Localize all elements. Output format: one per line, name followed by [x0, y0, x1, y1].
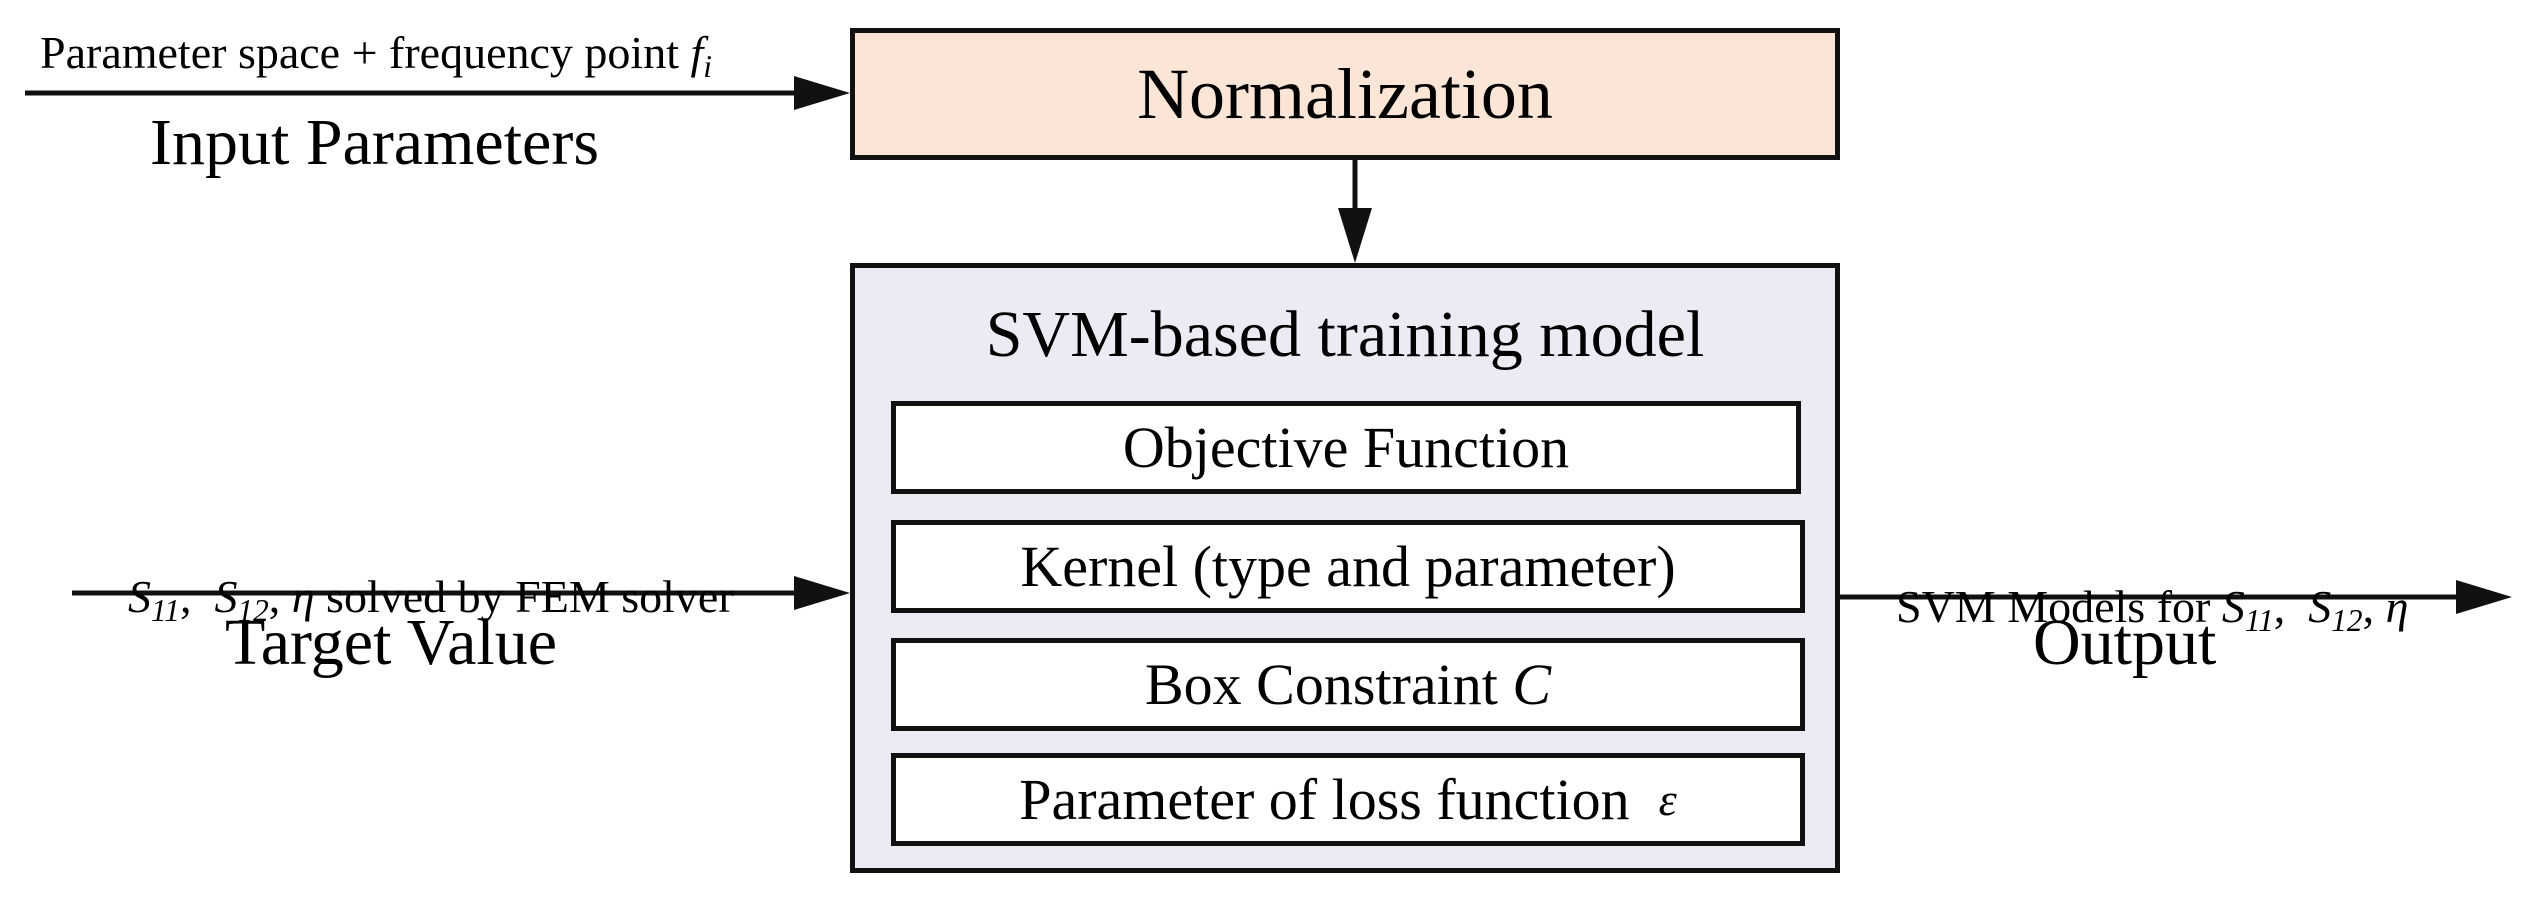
input-description-text: Parameter space + frequency point	[40, 27, 691, 78]
s12-subscript: 12	[237, 592, 269, 628]
objective-function-label: Objective Function	[1122, 415, 1570, 480]
kernel-label: Kernel (type and parameter)	[1020, 534, 1676, 599]
kernel-box: Kernel (type and parameter)	[891, 520, 1805, 613]
target-description: S11, S12, η solved by FEM solver	[105, 528, 734, 626]
input-description: Parameter space + frequency point fi	[40, 30, 712, 82]
target-sep-2: ,	[268, 571, 292, 622]
output-sep-2: ,	[2362, 581, 2386, 632]
output-description-prefix: SVM Models for	[1896, 581, 2222, 632]
normalization-box: Normalization	[850, 28, 1840, 160]
loss-function-label: Parameter of loss function	[1019, 767, 1659, 832]
output-s11-symbol: S	[2221, 581, 2245, 632]
target-sep-1: ,	[179, 571, 215, 622]
s11-subscript: 11	[151, 592, 180, 628]
input-arrowhead	[794, 76, 850, 110]
frequency-symbol: f	[690, 27, 704, 78]
target-value-label: Target Value	[225, 606, 557, 679]
output-description: SVM Models for S11, S12, η	[1873, 538, 2408, 636]
output-s12-subscript: 12	[2331, 602, 2363, 638]
output-sep-1: ,	[2273, 581, 2309, 632]
objective-function-box: Objective Function	[891, 401, 1801, 494]
svm-model-title: SVM-based training model	[985, 298, 1705, 371]
input-parameters-label: Input Parameters	[150, 106, 600, 179]
epsilon-symbol: ε	[1658, 774, 1677, 825]
box-constraint-label: Box Constraint	[1144, 652, 1513, 717]
s11-symbol: S	[128, 571, 151, 622]
target-description-text: solved by FEM solver	[314, 571, 734, 622]
norm-to-svm-arrowhead	[1338, 208, 1372, 263]
eta-symbol: η	[291, 571, 315, 622]
output-s12-symbol: S	[2308, 581, 2332, 632]
output-arrowhead	[2456, 580, 2512, 614]
output-eta-symbol: η	[2385, 581, 2409, 632]
s12-symbol: S	[214, 571, 238, 622]
box-constraint-symbol: C	[1512, 652, 1552, 717]
frequency-subscript: i	[703, 48, 712, 84]
output-s11-subscript: 11	[2244, 602, 2274, 638]
output-label: Output	[2033, 606, 2217, 679]
box-constraint-box: Box Constraint C	[891, 638, 1805, 731]
loss-function-box: Parameter of loss function ε	[891, 753, 1805, 846]
target-arrowhead	[794, 576, 850, 610]
svm-training-model-box: SVM-based training model Objective Funct…	[850, 263, 1840, 873]
normalization-label: Normalization	[1137, 53, 1553, 134]
